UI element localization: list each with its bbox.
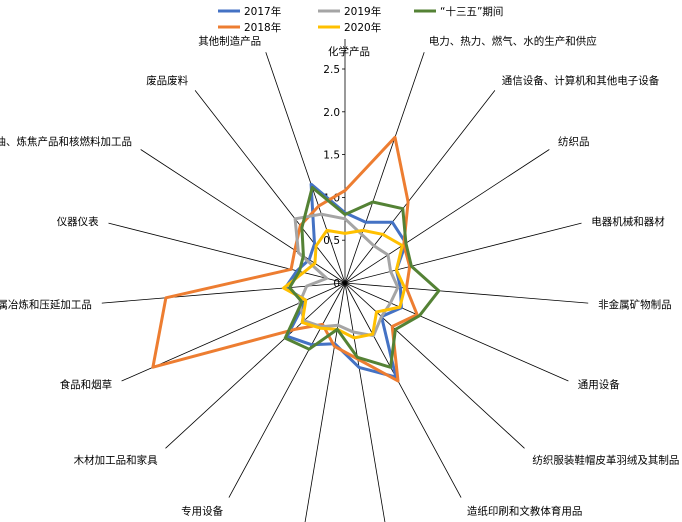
spoke-3 (344, 149, 550, 284)
spoke-4 (344, 222, 582, 284)
category-label-2: 通信设备、计算机和其他电子设备 (502, 74, 660, 87)
tick-label-0: 0 (333, 278, 340, 290)
legend-label-0: 2017年 (244, 5, 281, 18)
category-label-0: 化学产品 (328, 45, 370, 58)
legend-label-4: “十三五”期间 (440, 5, 503, 18)
category-label-5: 非金属矿物制品 (598, 298, 672, 311)
spoke-12 (165, 282, 346, 449)
spoke-2 (344, 90, 496, 284)
spoke-10 (304, 282, 346, 522)
spoke-17 (194, 90, 346, 284)
spoke-11 (228, 282, 346, 498)
tick-labels: 00.51.01.52.02.5 (323, 64, 345, 290)
category-label-3: 纺织品 (558, 135, 590, 148)
category-label-18: 其他制造产品 (198, 35, 261, 48)
category-label-4: 电器机械和器材 (591, 215, 665, 228)
tick-label-3: 1.5 (323, 150, 340, 162)
category-label-7: 纺织服装鞋帽皮革羽绒及其制品 (532, 454, 679, 467)
spoke-16 (140, 149, 346, 284)
category-labels: 化学产品 电力、热力、燃气、水的生产和供应通信设备、计算机和其他电子设备纺织品电器… (0, 35, 679, 518)
category-label-6: 通用设备 (578, 378, 620, 391)
spoke-18 (265, 52, 346, 284)
series-group (151, 135, 441, 383)
category-label-17: 废品废料 (146, 74, 188, 87)
spoke-6 (344, 282, 569, 382)
legend: 2017年 2019年 “十三五”期间 2018年 2020年 (218, 5, 503, 34)
spoke-lines (101, 39, 589, 522)
spoke-1 (344, 52, 425, 284)
category-label-12: 木材加工品和家具 (74, 454, 158, 467)
tick-label-5: 2.5 (323, 64, 340, 76)
spoke-14 (101, 282, 346, 304)
spoke-9 (344, 282, 386, 522)
category-label-11: 专用设备 (181, 505, 223, 518)
tick-label-1: 0.5 (323, 235, 340, 247)
legend-label-3: 2020年 (344, 21, 381, 34)
series-line-3 (282, 228, 407, 340)
category-label-14: 金属冶炼和压延加工品 (0, 298, 92, 311)
legend-label-2: 2019年 (344, 5, 381, 18)
legend-label-1: 2018年 (244, 21, 281, 34)
category-label-8: 造纸印刷和文教体育用品 (467, 505, 583, 518)
category-label-13: 食品和烟草 (60, 378, 113, 391)
spoke-8 (344, 282, 462, 498)
spoke-15 (108, 222, 346, 284)
series-line-4 (283, 186, 441, 369)
category-label-1: 电力、热力、燃气、水的生产和供应 (429, 35, 597, 48)
tick-label-4: 2.0 (323, 107, 340, 119)
category-label-16: 石油、炼焦产品和核燃料加工品 (0, 135, 132, 148)
series-line-1 (151, 135, 419, 383)
spoke-5 (344, 282, 589, 304)
category-label-15: 仪器仪表 (57, 215, 99, 228)
spoke-7 (344, 282, 525, 449)
